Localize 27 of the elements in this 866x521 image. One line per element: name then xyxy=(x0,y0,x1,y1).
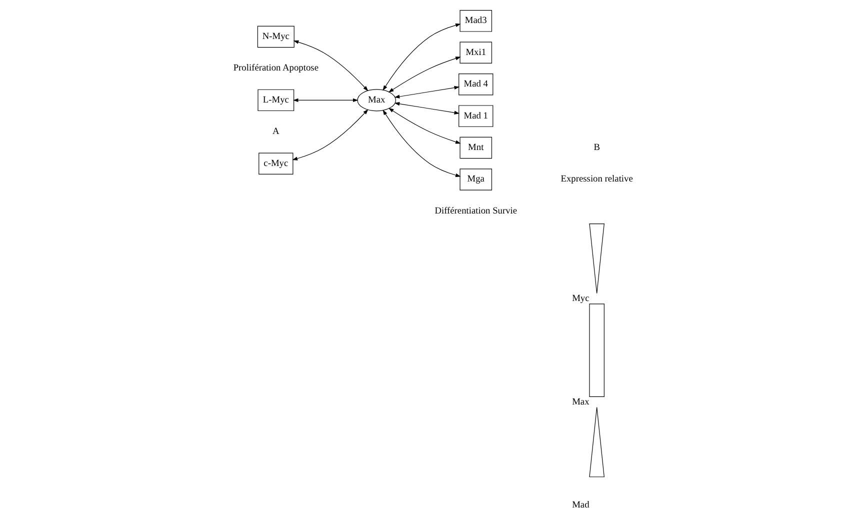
label: A xyxy=(272,127,280,138)
arrow xyxy=(292,98,358,102)
node-box: Mnt xyxy=(460,136,492,159)
node-box: Mxi1 xyxy=(460,42,492,64)
node-box: L-Myc xyxy=(258,89,294,112)
arrow xyxy=(394,86,460,98)
node-box: N-Myc xyxy=(257,26,294,48)
node-box: Mad 4 xyxy=(458,73,494,96)
arrow xyxy=(388,108,461,144)
node-label: Mad xyxy=(572,500,590,511)
arrow xyxy=(388,56,461,93)
arrow xyxy=(394,102,460,114)
node-label: Myc xyxy=(572,294,590,304)
node-box xyxy=(589,304,604,398)
arrow xyxy=(293,40,368,92)
node-box: Mad 1 xyxy=(458,105,494,127)
label: Expression relative xyxy=(560,174,633,185)
node-label: Max xyxy=(572,397,590,408)
node-box: Mga xyxy=(460,168,492,190)
arrow xyxy=(382,110,461,177)
label: Prolifération Apoptose xyxy=(233,64,318,74)
node-box: c-Myc xyxy=(258,152,294,174)
node-box: Mad3 xyxy=(460,10,492,32)
arrow xyxy=(292,109,368,160)
label: Différentiation Survie xyxy=(434,206,518,216)
arrow xyxy=(382,23,461,91)
label: B xyxy=(594,142,600,153)
